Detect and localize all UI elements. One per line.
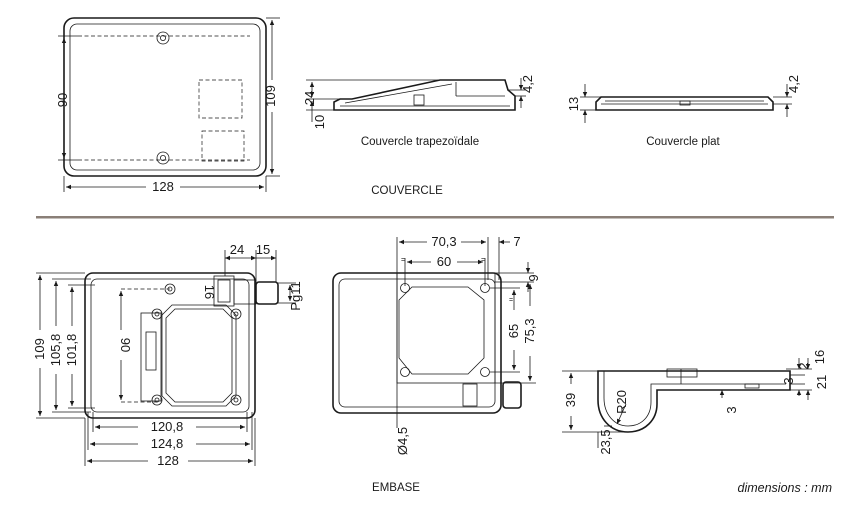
dim-15-gland: 15 xyxy=(256,242,270,257)
dim-4-2-trap: 4,2 xyxy=(520,75,535,93)
embase-middle-view: 70,3 7 60 = = 9 65 75,3 = Ø4,5 xyxy=(332,234,541,455)
dim-24-trap: 24 xyxy=(302,91,317,105)
caption-flat: Couvercle plat xyxy=(646,136,720,148)
dim-75-3: 75,3 xyxy=(522,318,537,343)
couvercle-trapezoidal-side: 24 10 4,2 Couvercle trapezoïdale xyxy=(302,75,535,148)
dim-9: 9 xyxy=(526,274,541,281)
dim-13-flat: 13 xyxy=(566,97,581,111)
dim-128-base: 128 xyxy=(157,453,179,468)
dim-124-8-base: 124,8 xyxy=(151,436,184,451)
center-mark: = xyxy=(509,297,513,304)
dim-2: 2 xyxy=(796,362,811,369)
dim-120-8-base: 120,8 xyxy=(151,419,184,434)
dim-70-3: 70,3 xyxy=(431,234,456,249)
center-mark: = xyxy=(401,257,405,264)
dim-pg11-gland: Pg11 xyxy=(288,281,303,310)
dim-105-8-base: 105,8 xyxy=(48,334,63,367)
dim-r20: R20 xyxy=(614,390,629,414)
dim-90-cover: 90 xyxy=(55,93,70,107)
dim-90-base: 90 xyxy=(118,338,133,352)
dim-24-gland: 24 xyxy=(230,242,244,257)
embase-section-view: 39 23,5 R20 3 2 16 3 21 xyxy=(562,350,829,455)
dim-16-gland: 16 xyxy=(202,285,217,299)
dim-65: 65 xyxy=(506,324,521,338)
dim-21: 21 xyxy=(814,375,829,389)
couvercle-top-view: 128 90 109 xyxy=(55,17,280,194)
couvercle-flat-side: 13 4,2 Couvercle plat xyxy=(566,75,801,148)
dim-109-base: 109 xyxy=(32,338,47,360)
dim-7: 7 xyxy=(513,234,520,249)
dim-23-5: 23,5 xyxy=(598,429,613,454)
dim-101-8-base: 101,8 xyxy=(64,334,79,367)
dim-3-right: 3 xyxy=(781,377,796,384)
dim-39: 39 xyxy=(563,393,578,407)
dim-hole: Ø4,5 xyxy=(395,427,410,455)
dim-60: 60 xyxy=(437,254,451,269)
dim-109-cover: 109 xyxy=(263,85,278,107)
section-separator xyxy=(36,216,834,219)
dim-128-cover: 128 xyxy=(152,179,174,194)
dim-4-2-flat: 4,2 xyxy=(786,75,801,93)
caption-trapezoidal: Couvercle trapezoïdale xyxy=(361,136,479,148)
dim-16-section: 16 xyxy=(812,350,827,364)
section-label-embase: EMBASE xyxy=(372,482,420,494)
embase-top-view: 90 109 105,8 101,8 120,8 124,8 128 xyxy=(32,242,303,468)
units-note: dimensions : mm xyxy=(738,481,832,495)
dim-3-bottom: 3 xyxy=(724,406,739,413)
section-label-couvercle: COUVERCLE xyxy=(371,185,443,197)
dim-10-trap: 10 xyxy=(312,115,327,129)
center-mark: = xyxy=(481,257,485,264)
